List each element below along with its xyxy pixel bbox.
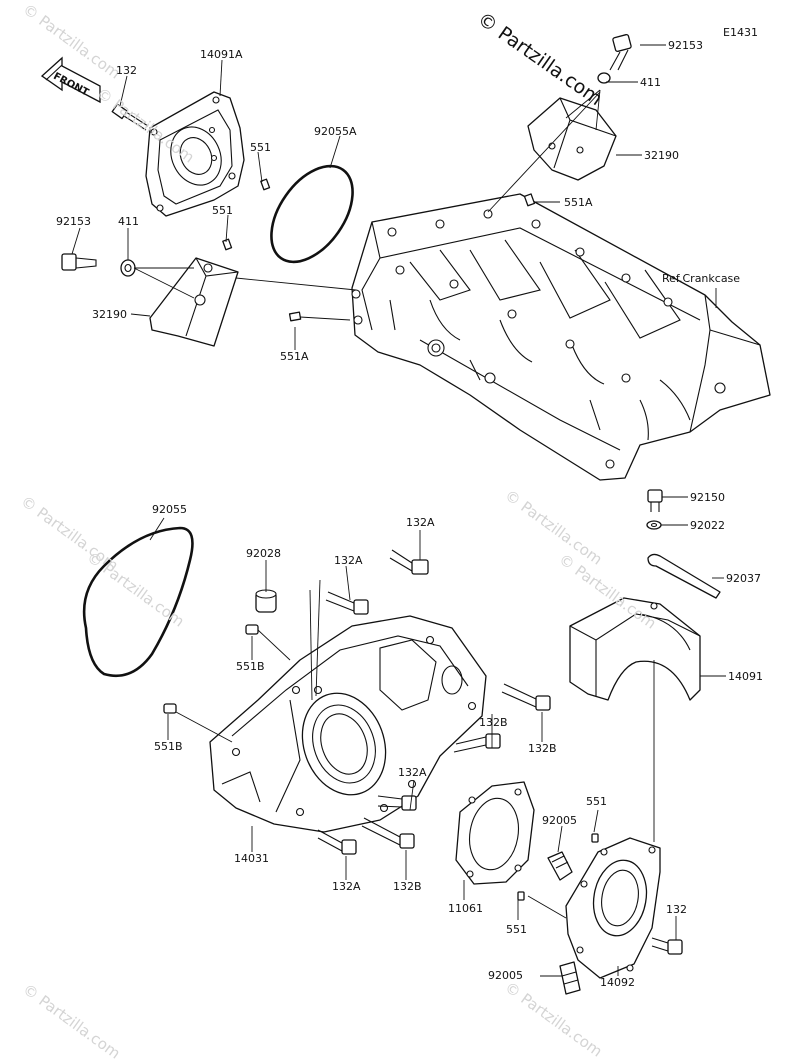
label-551-a[interactable]: 551 bbox=[250, 141, 271, 154]
label-32190-top[interactable]: 32190 bbox=[644, 149, 679, 162]
strap-92037 bbox=[647, 553, 721, 599]
label-14092[interactable]: 14092 bbox=[600, 976, 635, 989]
label-92150[interactable]: 92150 bbox=[690, 491, 725, 504]
dowels-551-upper bbox=[222, 178, 536, 322]
label-551B-1[interactable]: 551B bbox=[236, 660, 265, 673]
label-411-left[interactable]: 411 bbox=[118, 215, 139, 228]
label-92028[interactable]: 92028 bbox=[246, 547, 281, 560]
label-132B-3[interactable]: 132B bbox=[393, 880, 422, 893]
crankcase-illustration bbox=[351, 193, 771, 481]
collar-92028 bbox=[255, 589, 277, 613]
label-11061[interactable]: 11061 bbox=[448, 902, 483, 915]
label-14031[interactable]: 14031 bbox=[234, 852, 269, 865]
oring-92055A bbox=[270, 164, 354, 264]
bracket-32190-left bbox=[149, 257, 239, 347]
cover-14092 bbox=[565, 837, 661, 979]
label-92153-top[interactable]: 92153 bbox=[668, 39, 703, 52]
label-551A-left[interactable]: 551A bbox=[280, 350, 309, 363]
gasket-11061 bbox=[455, 781, 535, 885]
label-132B-1[interactable]: 132B bbox=[479, 716, 508, 729]
label-551A-top[interactable]: 551A bbox=[564, 196, 593, 209]
fitting-92005-upper bbox=[547, 851, 573, 881]
bolt-132-top bbox=[111, 103, 149, 131]
dowel-551-right-lower bbox=[517, 891, 525, 901]
label-92037[interactable]: 92037 bbox=[726, 572, 761, 585]
label-551-c[interactable]: 551 bbox=[506, 923, 527, 936]
label-411-top[interactable]: 411 bbox=[640, 76, 661, 89]
parts-diagram: © Partzilla.com © Partzilla.com © Partzi… bbox=[17, 0, 771, 1063]
label-132-right[interactable]: 132 bbox=[666, 903, 687, 916]
dowel-551-right-upper bbox=[591, 833, 599, 843]
dowel-551B-lower bbox=[163, 703, 177, 714]
label-92055[interactable]: 92055 bbox=[152, 503, 187, 516]
label-92005-a[interactable]: 92005 bbox=[542, 814, 577, 827]
label-ref-crankcase[interactable]: Ref.Crankcase bbox=[662, 272, 741, 285]
label-132A-4[interactable]: 132A bbox=[332, 880, 361, 893]
cover-14091 bbox=[569, 597, 701, 701]
diagram-artwork bbox=[40, 33, 771, 995]
label-132A-1[interactable]: 132A bbox=[406, 516, 435, 529]
bolt-92150 bbox=[647, 489, 663, 512]
front-arrow-icon bbox=[40, 56, 101, 104]
washer-411-top bbox=[597, 72, 611, 84]
fitting-92005-lower bbox=[559, 961, 581, 995]
label-92005-b[interactable]: 92005 bbox=[488, 969, 523, 982]
label-132A-2[interactable]: 132A bbox=[334, 554, 363, 567]
cover-14031 bbox=[209, 615, 487, 833]
label-551B-2[interactable]: 551B bbox=[154, 740, 183, 753]
label-92153-left[interactable]: 92153 bbox=[56, 215, 91, 228]
label-132A-3[interactable]: 132A bbox=[398, 766, 427, 779]
label-32190-left[interactable]: 32190 bbox=[92, 308, 127, 321]
label-132B-2[interactable]: 132B bbox=[528, 742, 557, 755]
bolts-132A-132B bbox=[317, 549, 683, 955]
bolt-92153-top bbox=[609, 33, 632, 71]
diagram-code: E1431 bbox=[723, 26, 758, 39]
label-14091A[interactable]: 14091A bbox=[200, 48, 243, 61]
label-551-d[interactable]: 551 bbox=[586, 795, 607, 808]
label-92055A[interactable]: 92055A bbox=[314, 125, 357, 138]
label-132-top[interactable]: 132 bbox=[116, 64, 137, 77]
leader-lines bbox=[71, 44, 726, 977]
dowel-551B-upper bbox=[245, 624, 259, 635]
label-92022[interactable]: 92022 bbox=[690, 519, 725, 532]
label-551-b[interactable]: 551 bbox=[212, 204, 233, 217]
bracket-32190-top bbox=[527, 97, 617, 181]
cover-14091A bbox=[145, 91, 245, 217]
label-14091[interactable]: 14091 bbox=[728, 670, 763, 683]
oring-92055 bbox=[82, 526, 194, 678]
bolt-92153-left bbox=[61, 253, 97, 271]
